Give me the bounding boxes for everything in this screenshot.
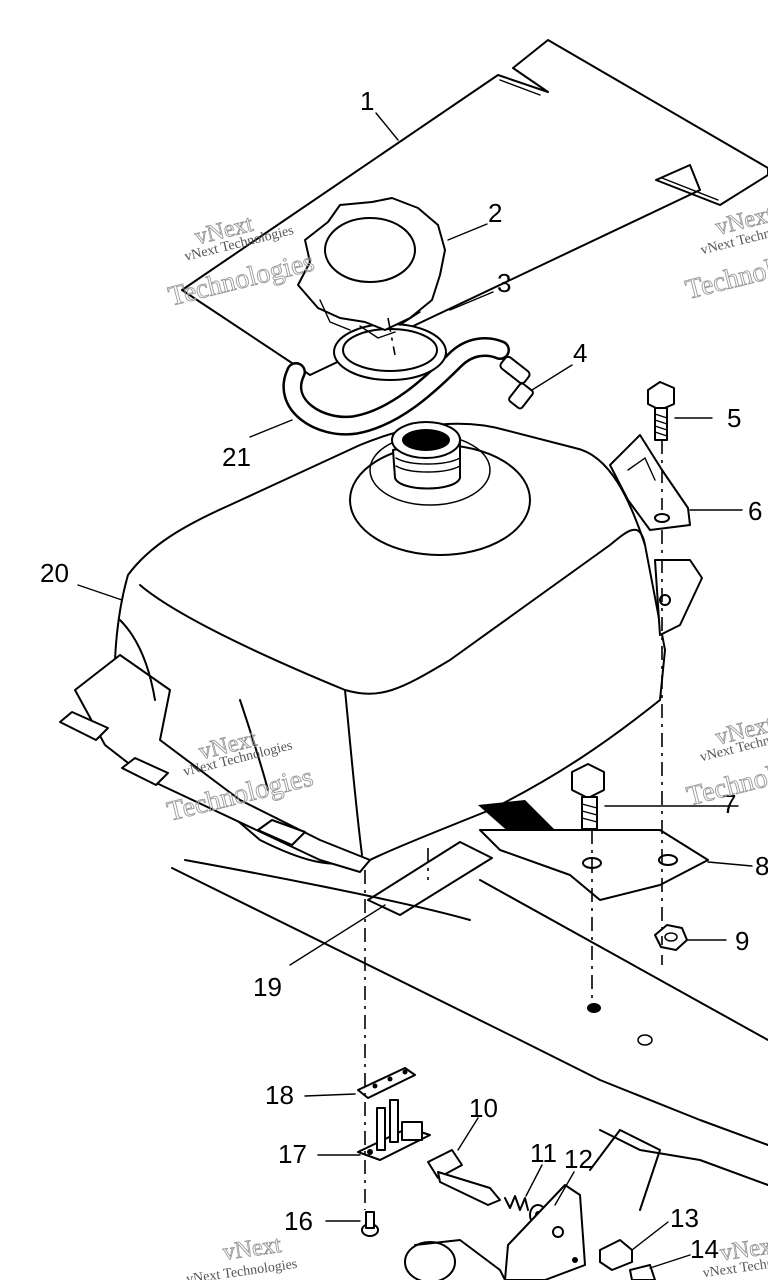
callout-4: 4 [573,338,587,368]
part-8-mount-bracket [479,829,709,901]
part-2-fuel-cap [297,197,446,339]
part-13-knob [599,1239,633,1271]
callout-13: 13 [670,1203,699,1233]
part-18-gasket-plate [357,1067,416,1099]
callout-8: 8 [755,851,768,881]
callout-12: 12 [564,1144,593,1174]
callout-6: 6 [748,496,762,526]
callout-9: 9 [735,926,749,956]
part-19-pad [367,841,493,916]
callout-10: 10 [469,1093,498,1123]
watermark-middle-right: vNext Technologies vNext Technologies [683,711,768,813]
callout-1: 1 [360,86,374,116]
callout-11: 11 [530,1138,557,1168]
callout-19: 19 [253,972,282,1002]
callout-17: 17 [278,1139,307,1169]
part-5-bolt [647,381,675,441]
watermark-top-right: vNext Technologies vNext Technologies [682,201,768,306]
callouts: 1 2 3 4 5 6 7 8 9 10 11 12 13 14 16 17 1… [40,86,768,1264]
part-20-fuel-tank [59,421,703,873]
part-16-screw [361,1211,379,1237]
leader-lines [77,112,753,1269]
watermark-bottom: vNext Technologies vNext [185,1232,298,1280]
part-10-fuel-line [427,1149,501,1206]
part-11-spring [504,1195,529,1211]
part-14-screw [629,1264,656,1280]
callout-14: 14 [690,1234,719,1264]
part-3-gasket [333,323,447,381]
callout-18: 18 [265,1080,294,1110]
part-1-tank-pad [181,39,768,376]
callout-21: 21 [222,442,251,472]
part-7-bolt [571,763,605,830]
part-17-fuel-valve [357,1099,431,1161]
assembly-lines [364,317,663,1210]
callout-2: 2 [488,198,502,228]
part-6-bracket [609,434,691,531]
callout-3: 3 [497,268,511,298]
carburetor-bracket [404,1184,586,1280]
callout-7: 7 [722,789,736,819]
callout-5: 5 [727,403,741,433]
part-4-hose-fitting [499,355,534,410]
part-9-nut [654,924,688,951]
callout-20: 20 [40,558,69,588]
callout-16: 16 [284,1206,313,1236]
part-21-vent-hose [282,337,510,436]
frame-rail [171,859,768,1211]
